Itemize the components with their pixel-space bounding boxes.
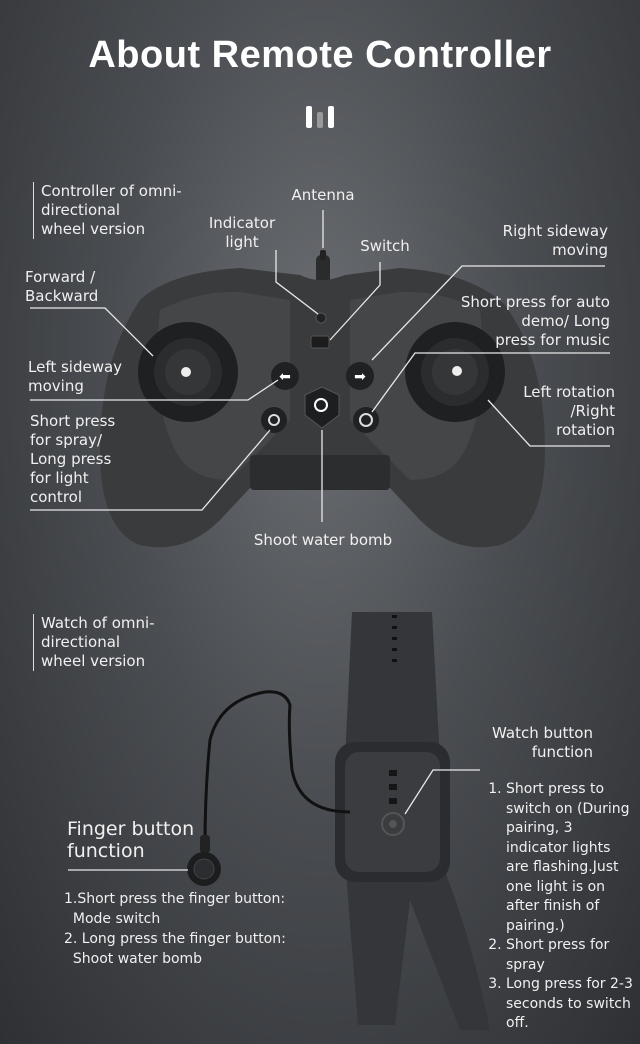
label-spray: Short press for spray/ Long press for li… [30, 412, 116, 506]
label-antenna: Antenna [291, 186, 355, 204]
callout-lines [30, 210, 610, 522]
controller-section-label: Controller of omni- directional wheel ve… [33, 182, 182, 239]
watch-section-label: Watch of omni- directional wheel version [33, 614, 155, 671]
controller-image: ⬅ ➡ [100, 250, 545, 548]
watch-button-title: Watch button function [492, 724, 593, 761]
label-right-sideway: Right sideway moving [502, 222, 608, 259]
watch-callout-lines [68, 769, 480, 871]
label-left-sideway: Left sideway moving [28, 358, 123, 395]
label-indicator-light: Indicator light [208, 214, 276, 251]
watch-item: Short press for spray [506, 936, 636, 975]
finger-item: 1.Short press the finger button: Mode sw… [64, 891, 286, 927]
page-title: About Remote Controller [88, 34, 552, 76]
finger-button-list: 1.Short press the finger button: Mode sw… [64, 889, 286, 969]
label-switch: Switch [360, 237, 410, 255]
watch-item: Long press for 2-3 seconds to switch off… [506, 975, 636, 1034]
label-auto-demo: Short press for auto demo/ Long press fo… [460, 293, 610, 349]
label-rotation: Left rotation /Right rotation [523, 383, 615, 439]
label-forward-backward: Forward / Backward [25, 268, 99, 305]
finger-button-title: Finger button function [67, 818, 195, 862]
svg-text:⬅: ⬅ [279, 369, 291, 385]
label-shoot: Shoot water bomb [253, 531, 393, 549]
watch-image [187, 612, 490, 1030]
finger-item: 2. Long press the finger button: Shoot w… [64, 931, 286, 967]
watch-item: Short press to switch on (During pairing… [506, 780, 636, 936]
svg-text:➡: ➡ [354, 369, 366, 385]
watch-button-list: Short press to switch on (During pairing… [486, 780, 636, 1034]
divider-icon [306, 106, 334, 128]
